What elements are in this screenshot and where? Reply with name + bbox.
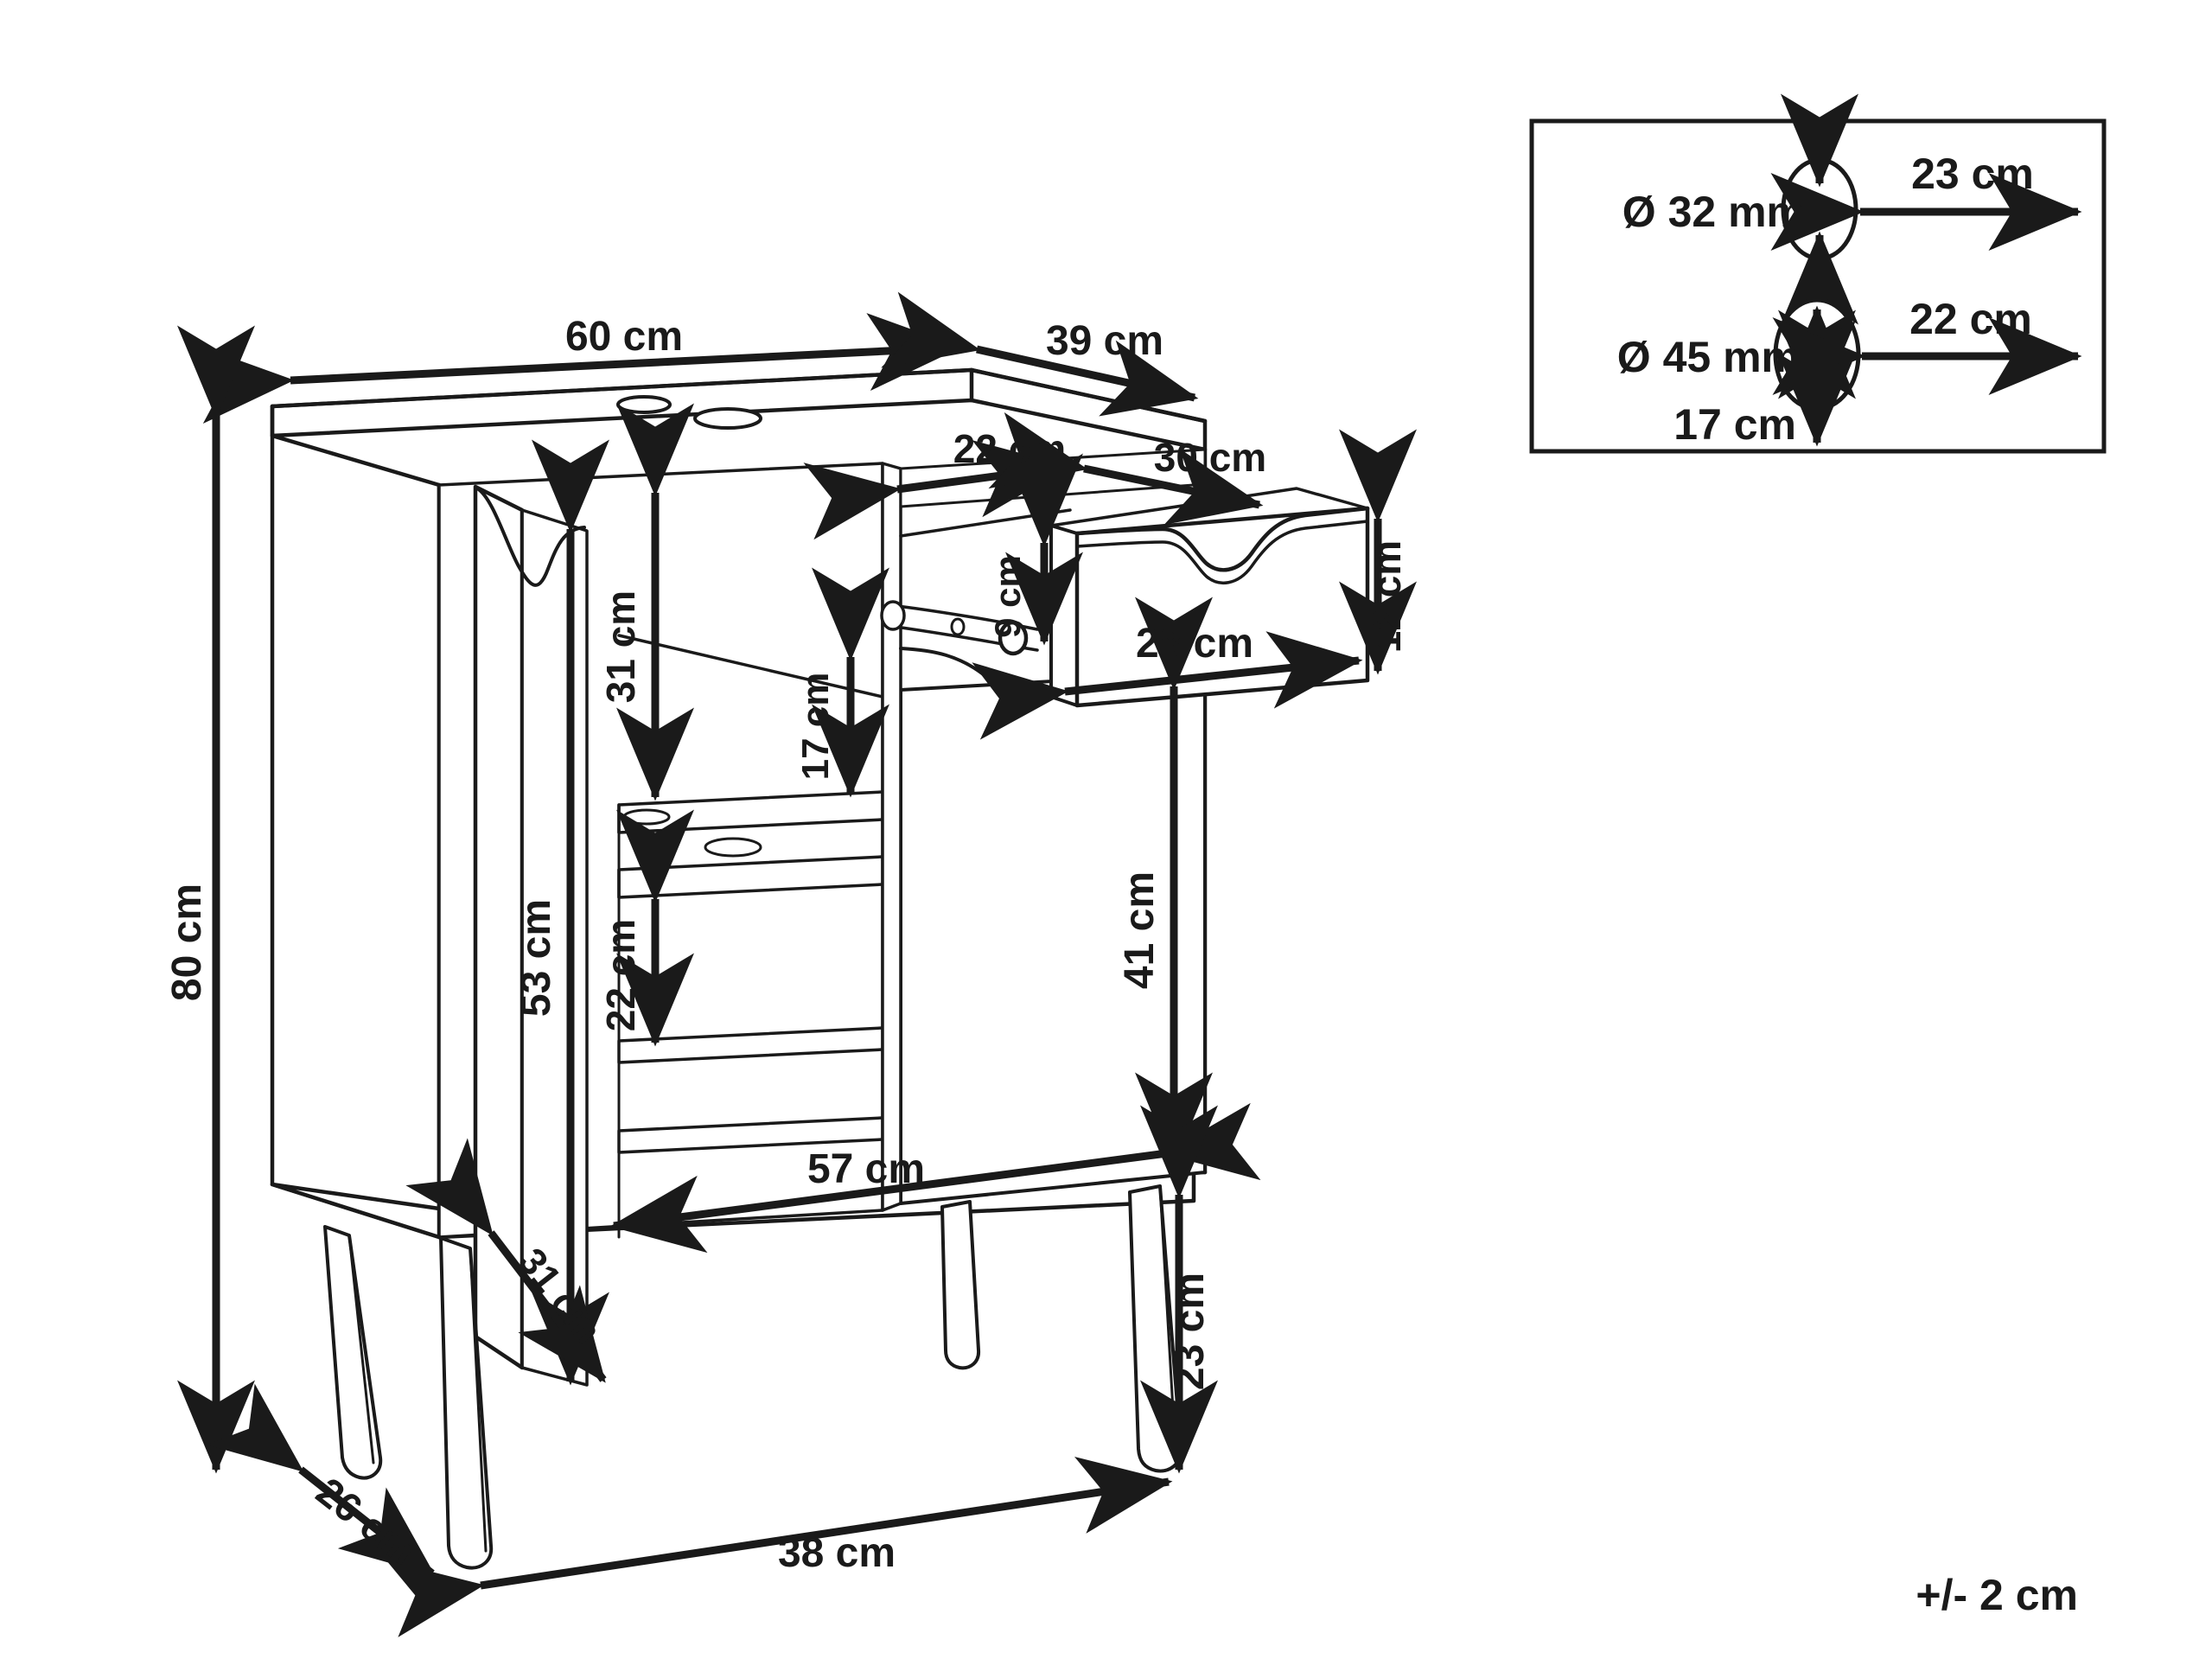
label-overall-height: 80 cm	[164, 884, 210, 1001]
shelf-hole-2	[704, 837, 762, 858]
dimline-body-width	[609, 1102, 1261, 1254]
label-overall-width: 60 cm	[565, 314, 683, 360]
label-overall-depth: 39 cm	[1046, 318, 1163, 364]
label-leg-height: 23 cm	[1167, 1273, 1213, 1390]
label-leg-span-width: 38 cm	[778, 1530, 896, 1576]
dimline-overall-width	[199, 313, 962, 424]
cable-hole-top-2	[693, 407, 762, 430]
label-hole32-offset: 23 cm	[1911, 150, 2034, 198]
label-door-height: 53 cm	[513, 899, 559, 1017]
hole-detail-box: Ø 32 mm 23 cm Ø 45 mm 22 cm 17 cm	[1529, 93, 2107, 454]
label-body-width: 57 cm	[807, 1146, 925, 1192]
label-hole45-offset: 22 cm	[1909, 295, 2032, 343]
cable-hole-top-1	[616, 395, 672, 414]
dimline-overall-depth	[881, 291, 1199, 417]
inset-row-lower: Ø 45 mm 22 cm 17 cm	[1617, 295, 2082, 449]
rail-screw-1	[880, 600, 906, 631]
label-upper-compartment: 31 cm	[598, 590, 643, 703]
left-side-panel	[270, 433, 442, 1240]
label-drawer-inner-depth: 30 cm	[1154, 435, 1266, 480]
label-shelf-gap: 17 cm	[794, 673, 837, 781]
tolerance-note: +/- 2 cm	[1916, 1571, 2078, 1619]
label-drawer-front-width: 28 cm	[1136, 621, 1253, 667]
label-hole32-diameter: Ø 32 mm	[1622, 188, 1805, 236]
rail-screw-2	[950, 617, 966, 636]
label-hole45-vertical: 17 cm	[1673, 400, 1796, 449]
label-drawer-front-height: 12 cm	[1364, 540, 1409, 653]
dimline-body-depth	[405, 1138, 607, 1383]
inset-row-upper: Ø 32 mm 23 cm	[1622, 93, 2082, 325]
label-drawer-inner-width: 22 cm	[953, 426, 1066, 471]
shelf-hole-1	[622, 808, 671, 826]
label-right-compartment: 41 cm	[1117, 871, 1163, 989]
label-drawer-inner-height: 9 cm	[987, 555, 1028, 638]
dimline-leg-span-width	[386, 1456, 1173, 1637]
dimline-drawer-inner-depth	[988, 412, 1264, 526]
label-hole45-diameter: Ø 45 mm	[1617, 333, 1800, 381]
right-door-closed	[881, 462, 1207, 1212]
label-lower-compartment: 22 cm	[598, 919, 643, 1031]
dimension-lines	[177, 291, 1417, 1637]
